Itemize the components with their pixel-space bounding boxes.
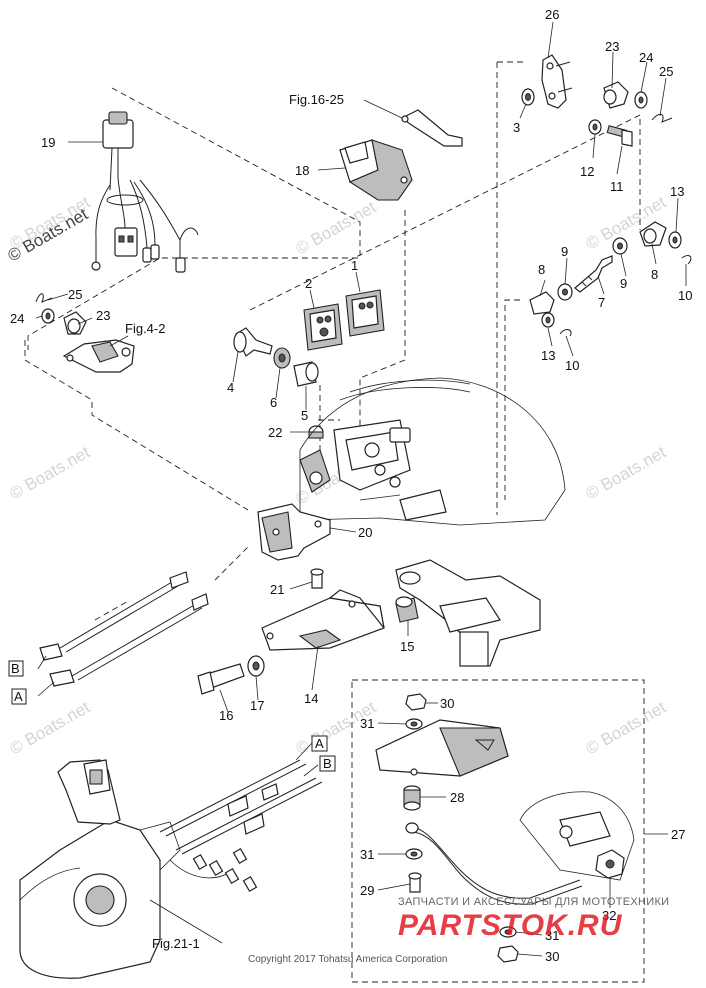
callout-31: 31 xyxy=(360,716,374,731)
parts-left-23-24-25 xyxy=(35,293,135,373)
callout-8b: 8 xyxy=(538,262,545,277)
tag-a2-box xyxy=(311,735,328,752)
callout-6: 6 xyxy=(270,395,277,410)
watermark: © Boats.net xyxy=(7,442,94,503)
callout-4: 4 xyxy=(227,380,234,395)
watermark: © Boats.net xyxy=(583,442,670,503)
fig-4-2-ref: Fig.4-2 xyxy=(125,321,165,336)
fig-16-25-ref: Fig.16-25 xyxy=(289,92,344,107)
figure-references: Fig.16-25 Fig.4-2 Fig.21-1 xyxy=(125,92,344,951)
callout-18: 18 xyxy=(295,163,309,178)
callout-21: 21 xyxy=(270,582,284,597)
remote-control-box xyxy=(19,759,323,979)
parts-4-5-6-22 xyxy=(233,327,324,439)
engine-outline xyxy=(299,377,566,526)
callout-5: 5 xyxy=(301,408,308,423)
part-20-bracket xyxy=(257,503,331,561)
watermarks: © Boats.net © Boats.net © Boats.net © Bo… xyxy=(7,192,670,758)
callout-28: 28 xyxy=(450,790,464,805)
tag-b: B xyxy=(11,661,20,676)
tag-a2: A xyxy=(315,736,324,751)
tag-b-box xyxy=(8,660,24,677)
callout-30: 30 xyxy=(440,696,454,711)
callout-32: 32 xyxy=(602,908,616,923)
callout-25b: 25 xyxy=(68,287,82,302)
linkage-right-mid xyxy=(529,221,692,337)
callout-1: 1 xyxy=(351,258,358,273)
callout-12: 12 xyxy=(580,164,594,179)
callout-9: 9 xyxy=(561,244,568,259)
part-callouts: 19 18 26 23 24 25 3 12 11 13 8 10 9 9 7 … xyxy=(10,7,692,964)
callout-10b: 10 xyxy=(565,358,579,373)
parts-11-12 xyxy=(588,119,633,147)
leader-lines xyxy=(35,21,687,957)
callout-31b: 31 xyxy=(360,847,374,862)
callout-24b: 24 xyxy=(10,311,24,326)
tag-a-box xyxy=(11,688,27,705)
callout-15: 15 xyxy=(400,639,414,654)
kit-27-frame xyxy=(351,679,645,983)
watermark: © Boats.net xyxy=(293,197,380,258)
callout-7: 7 xyxy=(598,295,605,310)
fig-21-1-ref: Fig.21-1 xyxy=(152,936,200,951)
callout-24: 24 xyxy=(639,50,653,65)
callout-23: 23 xyxy=(605,39,619,54)
remote-wire-terminals xyxy=(192,847,258,893)
parts-1-2-grommets xyxy=(303,289,385,351)
callout-16: 16 xyxy=(219,708,233,723)
cable-tags: B A A B xyxy=(8,660,336,772)
callout-3: 3 xyxy=(513,120,520,135)
callout-22: 22 xyxy=(268,425,282,440)
dealer-brand: PARTSTOK.RU xyxy=(398,909,623,942)
callout-13: 13 xyxy=(670,184,684,199)
callout-29: 29 xyxy=(360,883,374,898)
dealer-tagline: ЗАПЧАСТИ И АКСЕССУАРЫ ДЛЯ МОТОТЕХНИКИ xyxy=(398,896,669,908)
callout-8: 8 xyxy=(651,267,658,282)
tag-b2-box xyxy=(319,755,336,772)
callout-10: 10 xyxy=(678,288,692,303)
callout-26: 26 xyxy=(545,7,559,22)
copyright: Copyright 2017 Tohatsu America Corporati… xyxy=(248,954,447,965)
tag-b2: B xyxy=(323,756,332,771)
callout-11: 11 xyxy=(610,179,624,194)
kit-27-parts xyxy=(375,693,635,963)
callout-27: 27 xyxy=(671,827,685,842)
callout-17: 17 xyxy=(250,698,264,713)
callout-20: 20 xyxy=(358,525,372,540)
watermark: © Boats.net xyxy=(7,697,94,758)
part-21-bolt xyxy=(310,568,324,589)
callout-31c: 31 xyxy=(545,928,559,943)
part-19-harness xyxy=(91,111,199,273)
callout-25: 25 xyxy=(659,64,673,79)
callout-2: 2 xyxy=(305,276,312,291)
part-14-plate xyxy=(261,589,385,651)
callout-9b: 9 xyxy=(620,276,627,291)
control-cables xyxy=(39,571,209,687)
tag-a: A xyxy=(14,689,23,704)
callout-30b: 30 xyxy=(545,949,559,964)
callout-13b: 13 xyxy=(541,348,555,363)
callout-19: 19 xyxy=(41,135,55,150)
linkage-top-right xyxy=(521,54,673,123)
part-18-bracket xyxy=(339,109,463,201)
part-15-steering xyxy=(395,559,541,667)
parts-16-17 xyxy=(197,655,265,695)
watermark: © Boats.net xyxy=(583,697,670,758)
callout-14: 14 xyxy=(304,691,318,706)
callout-23b: 23 xyxy=(96,308,110,323)
dealer-overlay: ЗАПЧАСТИ И АКСЕССУАРЫ ДЛЯ МОТОТЕХНИКИ PA… xyxy=(398,896,669,942)
